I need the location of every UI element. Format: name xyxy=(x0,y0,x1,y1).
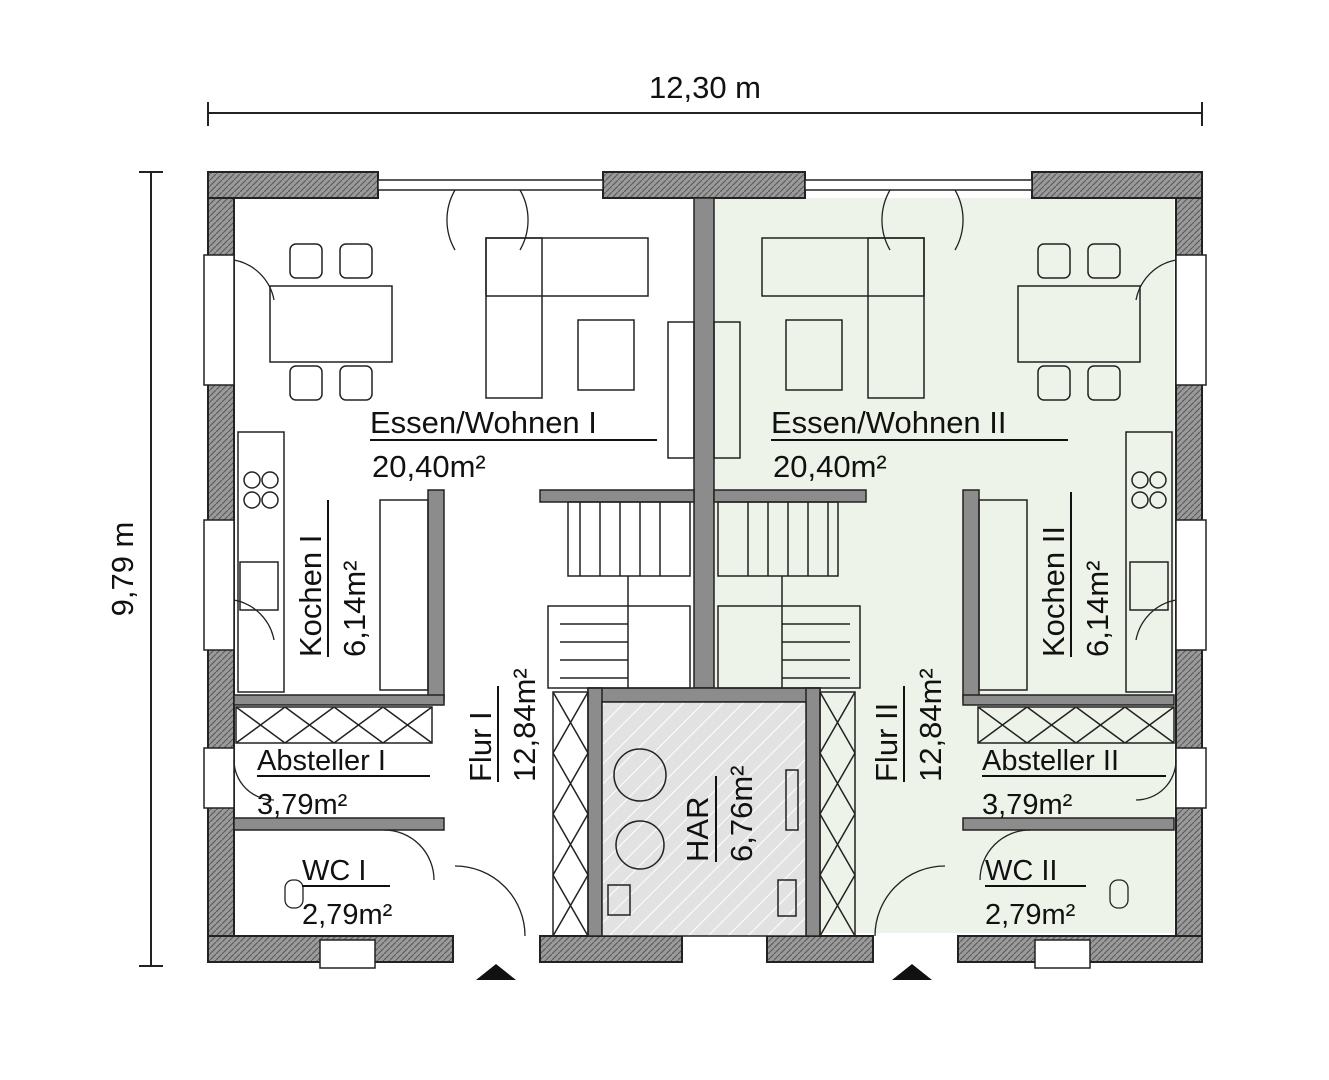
har-equipment xyxy=(607,748,799,917)
doors-right xyxy=(874,189,1177,937)
flur-shelves xyxy=(552,691,856,937)
absteller-shelves-right xyxy=(977,706,1175,744)
room-name-absteller-2: Absteller II xyxy=(982,745,1119,777)
room-name-wc-2: WC II xyxy=(985,855,1058,887)
room-area-kochen-2: 6,14m² xyxy=(1080,561,1115,657)
entrance-arrow-right xyxy=(892,964,932,980)
furniture-left xyxy=(237,237,649,693)
room-name-essen-wohnen-2: Essen/Wohnen II xyxy=(771,405,1007,440)
staircase-right xyxy=(717,501,861,689)
furniture-right xyxy=(761,237,1173,693)
room-area-absteller-2: 3,79m² xyxy=(982,789,1073,821)
room-area-flur-1: 12,84m² xyxy=(507,668,542,782)
height-dimension-label: 9,79 m xyxy=(105,522,140,617)
room-name-flur-1: Flur I xyxy=(463,711,498,782)
width-dimension xyxy=(207,102,1203,126)
windows xyxy=(203,179,1207,969)
room-area-wc-2: 2,79m² xyxy=(985,899,1076,931)
room-area-essen-wohnen-1: 20,40m² xyxy=(372,449,486,484)
height-dimension xyxy=(139,171,163,967)
doors-left xyxy=(233,189,529,937)
room-name-flur-2: Flur II xyxy=(869,703,904,782)
room-name-wc-1: WC I xyxy=(302,855,366,887)
room-name-essen-wohnen-1: Essen/Wohnen I xyxy=(370,405,597,440)
room-area-kochen-1: 6,14m² xyxy=(337,561,372,657)
har-floor xyxy=(601,701,807,937)
room-area-har: 6,76m² xyxy=(724,766,759,862)
width-dimension-label: 12,30 m xyxy=(649,70,761,105)
room-name-absteller-1: Absteller I xyxy=(257,745,386,777)
staircase-left xyxy=(547,501,691,689)
room-name-kochen-2: Kochen II xyxy=(1036,526,1071,657)
absteller-shelves-left xyxy=(235,706,433,744)
room-name-har: HAR xyxy=(680,797,715,862)
room-area-absteller-1: 3,79m² xyxy=(257,789,348,821)
chimney xyxy=(667,321,741,459)
room-area-flur-2: 12,84m² xyxy=(913,668,948,782)
room-area-essen-wohnen-2: 20,40m² xyxy=(773,449,887,484)
entrance-arrow-left xyxy=(476,964,516,980)
room-name-kochen-1: Kochen I xyxy=(293,535,328,657)
room-area-wc-1: 2,79m² xyxy=(302,899,393,931)
